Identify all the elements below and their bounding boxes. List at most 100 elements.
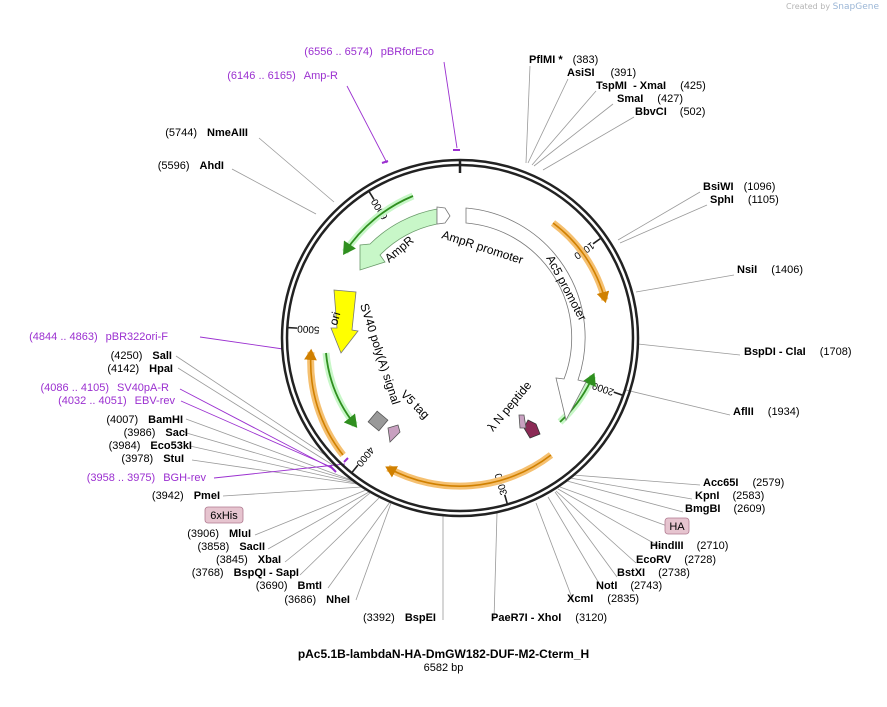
svg-text:(4086 .. 4105)SV40pA-R: (4086 .. 4105)SV40pA-R bbox=[41, 382, 170, 394]
site-name: PflMI * bbox=[529, 54, 563, 66]
ruler-tick bbox=[351, 464, 359, 474]
site-pos: (2583) bbox=[732, 490, 764, 502]
site-name: MluI bbox=[229, 528, 251, 540]
site-pos: (383) bbox=[573, 54, 599, 66]
svg-text:HindIII(2710): HindIII (2710) bbox=[650, 540, 728, 552]
ha-shape bbox=[518, 414, 527, 429]
svg-text:KpnI(2583): KpnI (2583) bbox=[695, 490, 764, 502]
site-pos: (4250) bbox=[111, 350, 143, 362]
site-pos: (1934) bbox=[768, 406, 800, 418]
svg-text:(4844 .. 4863)pBR322ori-F: (4844 .. 4863)pBR322ori-F bbox=[29, 331, 168, 343]
site-pos: (1105) bbox=[748, 194, 779, 206]
site-name: BspEI bbox=[405, 612, 436, 624]
svg-text:SphI(1105): SphI (1105) bbox=[710, 194, 779, 206]
site-name: SalI bbox=[152, 350, 172, 362]
ampr-promoter-arrowhead bbox=[436, 206, 451, 225]
svg-text:(4142)HpaI: (4142)HpaI bbox=[107, 363, 173, 375]
svg-text:(5596)AhdI: (5596)AhdI bbox=[158, 160, 224, 172]
svg-text:(3978)StuI: (3978)StuI bbox=[121, 453, 184, 465]
svg-text:BmgBI(2609): BmgBI(2609) bbox=[685, 503, 765, 515]
site-pos: (2728) bbox=[684, 554, 716, 566]
site-pos: (3690) bbox=[256, 580, 288, 592]
snapgene-logo: SnapGene bbox=[832, 2, 879, 12]
primer-range: (4086 .. 4105) bbox=[41, 382, 110, 394]
svg-text:SmaI(427): SmaI (427) bbox=[617, 93, 683, 105]
sites-right: PflMI *(383) AsiSI(391) TspMI - XmaI(425… bbox=[491, 54, 852, 624]
primer-range: (4844 .. 4863) bbox=[29, 331, 98, 343]
ac5-promoter-arrow bbox=[465, 207, 587, 422]
svg-text:EcoRV(2728): EcoRV (2728) bbox=[636, 554, 716, 566]
svg-text:BstXI(2738): BstXI (2738) bbox=[617, 567, 690, 579]
green-arc-3 bbox=[322, 352, 358, 428]
credit-prefix: Created by bbox=[786, 2, 831, 11]
site-pos: (2579) bbox=[752, 477, 784, 489]
site-pos: (4142) bbox=[107, 363, 139, 375]
site-name: EcoRV bbox=[636, 554, 672, 566]
ampr-arrow bbox=[359, 208, 438, 271]
feature-ac5-promoter: Ac5 promoter bbox=[543, 253, 589, 323]
svg-text:Acc65I(2579): Acc65I(2579) bbox=[703, 477, 784, 489]
site-pos: (2710) bbox=[697, 540, 729, 552]
site-name: BsiWI bbox=[703, 181, 734, 193]
orf-arc-1-line bbox=[552, 222, 610, 304]
site-name: Eco53kI bbox=[150, 440, 192, 452]
site-pos: (2738) bbox=[658, 567, 690, 579]
site-name: SacI bbox=[165, 427, 188, 439]
site-pos: (5744) bbox=[165, 127, 197, 139]
site-name: PaeR7I - XhoI bbox=[491, 612, 561, 624]
primer-range: (3958 .. 3975) bbox=[87, 472, 156, 484]
site-pos: (3906) bbox=[187, 528, 219, 540]
site-name: PmeI bbox=[194, 490, 220, 502]
ruler-tick-label: 4000 bbox=[353, 444, 376, 469]
svg-text:BsiWI(1096): BsiWI (1096) bbox=[703, 181, 775, 193]
site-name: KpnI bbox=[695, 490, 719, 502]
site-name: BstXI bbox=[617, 567, 645, 579]
site-name: SmaI bbox=[617, 93, 643, 105]
site-pos: (3686) bbox=[284, 594, 316, 606]
site-pos: (1096) bbox=[744, 181, 776, 193]
svg-text:BspDI - ClaI(1708): BspDI - ClaI(1708) bbox=[744, 346, 852, 358]
site-name: HindIII bbox=[650, 540, 684, 552]
green-arc-2-line bbox=[559, 372, 596, 423]
svg-text:(3958 .. 3975)BGH-rev: (3958 .. 3975) BGH-rev bbox=[87, 472, 207, 484]
site-pos: (3942) bbox=[152, 490, 184, 502]
his-tag-box bbox=[204, 506, 244, 524]
svg-text:(6556 .. 6574)pBRforEco: (6556 .. 6574)pBRforEco bbox=[304, 46, 434, 58]
leader-lines bbox=[175, 65, 741, 621]
site-name: BspQI - SapI bbox=[234, 567, 299, 579]
site-name: BamHI bbox=[148, 414, 183, 426]
svg-text:(3768)BspQI - SapI: (3768)BspQI - SapI bbox=[192, 567, 299, 579]
orf-arc-2-line bbox=[385, 454, 552, 487]
credit: Created by SnapGene bbox=[786, 2, 879, 12]
plasmid-name: pAc5.1B-lambdaN-HA-DmGW182-DUF-M2-Cterm_… bbox=[297, 647, 590, 661]
site-pos: (427) bbox=[657, 93, 683, 105]
site-pos: (2835) bbox=[607, 593, 639, 605]
svg-text:BbvCI(502): BbvCI(502) bbox=[635, 106, 705, 118]
svg-text:(3986)SacI: (3986)SacI bbox=[124, 427, 188, 439]
site-name: BspDI - ClaI bbox=[744, 346, 806, 358]
svg-text:AflII(1934): AflII(1934) bbox=[733, 406, 800, 418]
site-name: StuI bbox=[163, 453, 184, 465]
ruler-tick bbox=[368, 190, 375, 200]
site-pos: (2609) bbox=[733, 503, 765, 515]
site-pos: (391) bbox=[611, 67, 637, 79]
primer-name: BGH-rev bbox=[163, 472, 206, 484]
primer-range: (4032 .. 4051) bbox=[58, 395, 127, 407]
feature-shapes bbox=[304, 192, 610, 490]
ruler-tick bbox=[503, 494, 509, 505]
site-pos: (3392) bbox=[363, 612, 395, 624]
site-name: TspMI - XmaI bbox=[596, 80, 666, 92]
svg-text:(3906)MluI: (3906) MluI bbox=[187, 528, 251, 540]
site-name: BmtI bbox=[298, 580, 322, 592]
primer-range: (6146 .. 6165) bbox=[227, 70, 296, 82]
site-pos: (3845) bbox=[216, 554, 248, 566]
svg-text:(4250)SalI: (4250) SalI bbox=[111, 350, 172, 362]
primers: (6556 .. 6574)pBRforEco (6146 .. 6165) Am… bbox=[29, 46, 434, 484]
site-name: SphI bbox=[710, 194, 734, 206]
site-pos: (2743) bbox=[630, 580, 662, 592]
primer-name: Amp-R bbox=[304, 70, 338, 82]
svg-text:(4007)BamHI: (4007)BamHI bbox=[106, 414, 183, 426]
svg-text:XcmI(2835): XcmI(2835) bbox=[567, 593, 639, 605]
site-name: XbaI bbox=[258, 554, 281, 566]
